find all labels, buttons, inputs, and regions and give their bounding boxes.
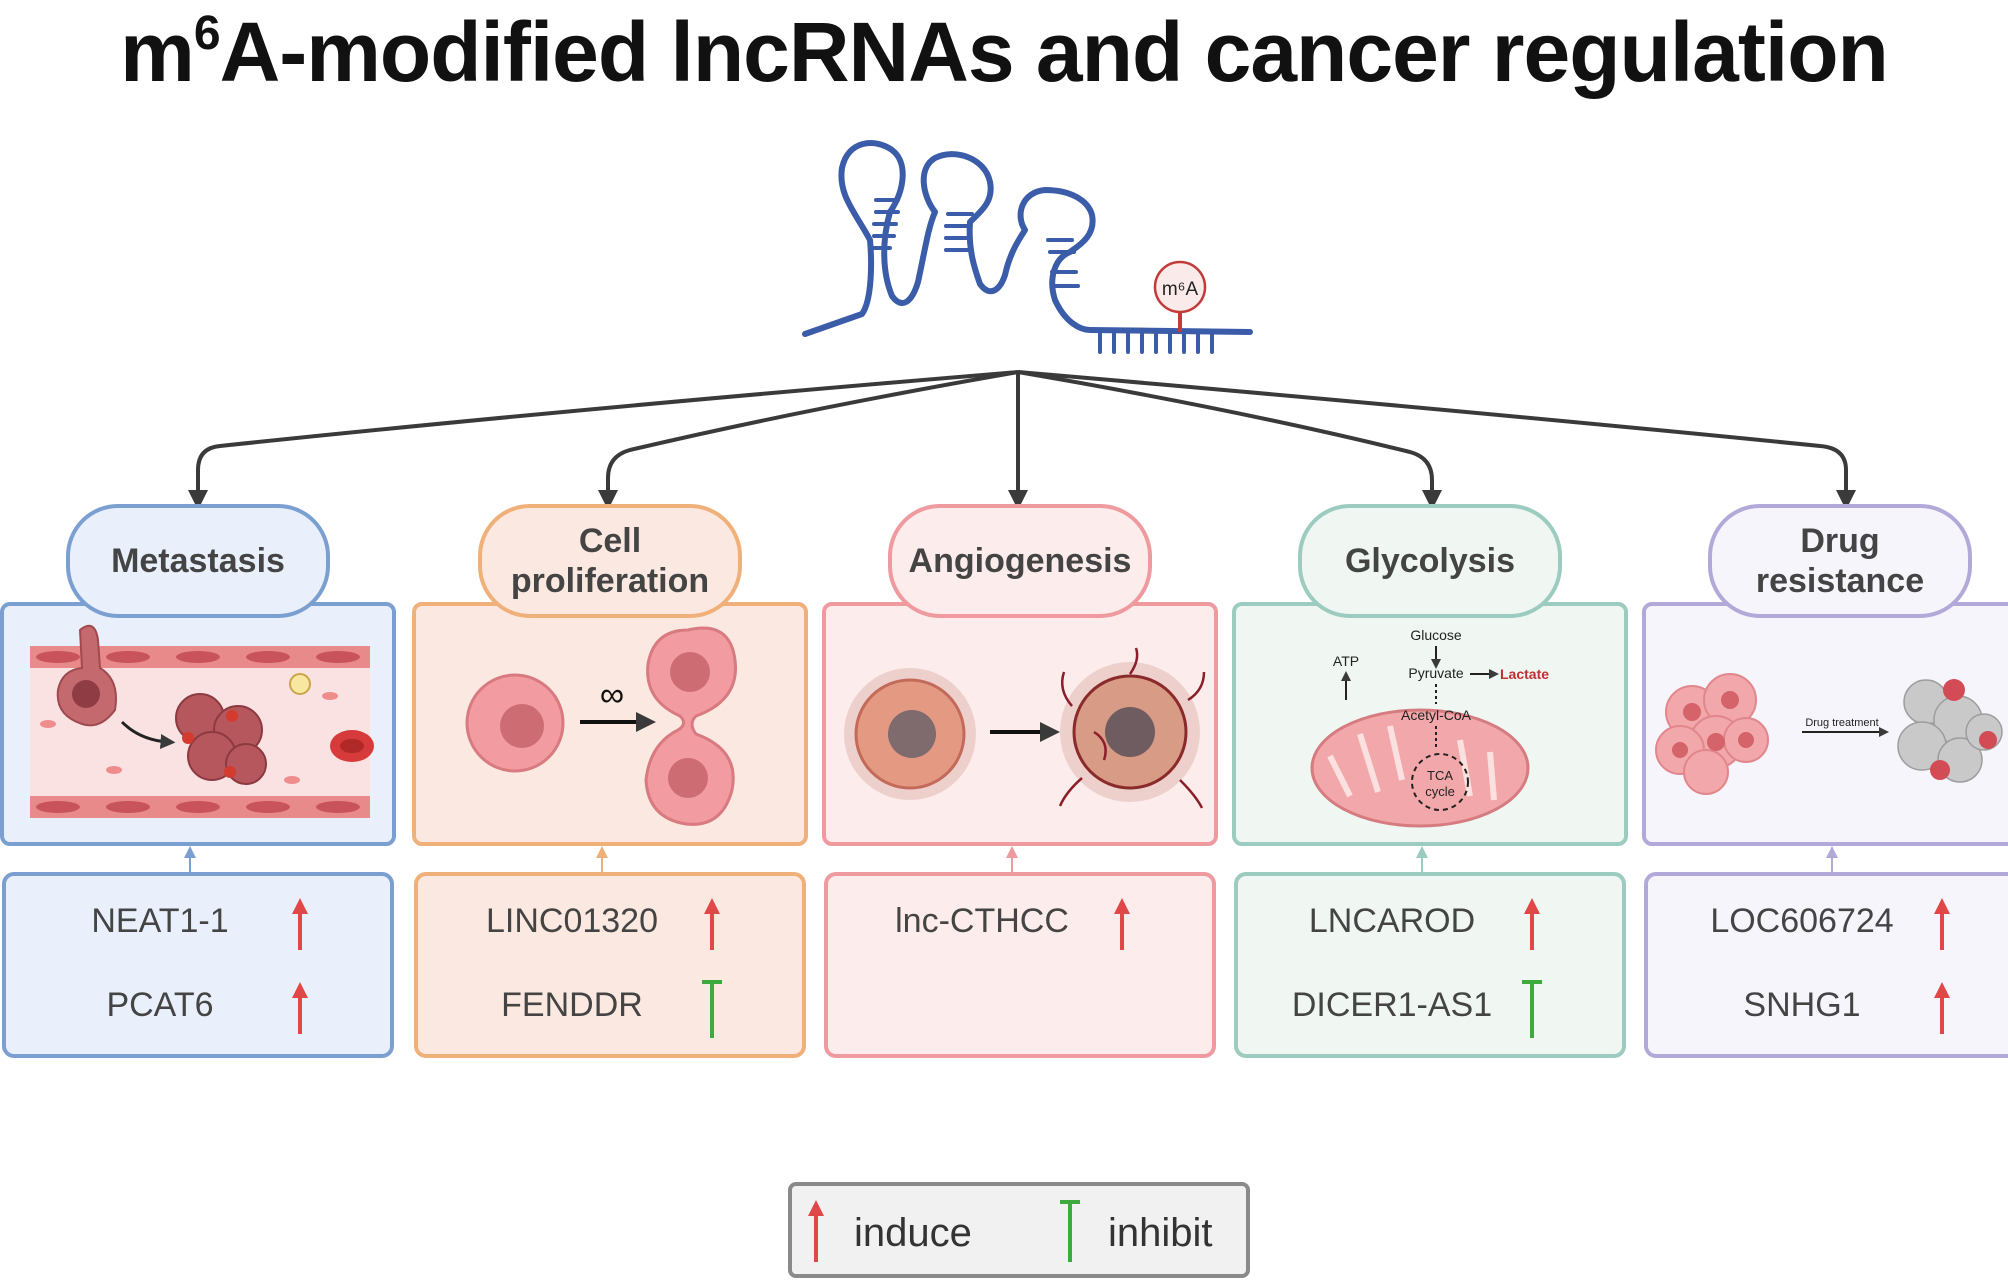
glycolysis-illustration: TCA cycle Glucose Pyruvate Lactate Acety… [1310,627,1549,828]
svg-text:Acetyl-CoA: Acetyl-CoA [1401,707,1472,723]
svg-text:Lactate: Lactate [1500,666,1549,682]
inhibit-bar-icon [1522,980,1542,1038]
lncrna-list-box [1234,872,1626,1058]
svg-text:∞: ∞ [600,676,624,714]
page-title: m6A-modified lncRNAs and cancer regulati… [120,5,1889,99]
category-title: Cell [579,522,641,560]
lncrna-name: NEAT1-1 [91,902,228,940]
category-title: resistance [1756,562,1924,600]
lncrna-name: LOC606724 [1710,902,1893,940]
svg-text:Pyruvate: Pyruvate [1408,665,1463,681]
category-header [66,504,330,618]
lncrna-name: SNHG1 [1743,986,1860,1024]
legend [788,1182,1250,1278]
induce-arrow-icon [808,1200,824,1262]
lncrna-list-box [414,872,806,1058]
lncrna-list-box [2,872,394,1058]
lncrna-name: PCAT6 [106,986,213,1024]
category-header [888,504,1152,618]
branch-arrows [188,370,1856,510]
lncrna-structure [802,140,1253,354]
connector-arrowhead [1826,846,1838,858]
svg-text:ATP: ATP [1333,653,1359,669]
legend-inhibit-label: inhibit [1108,1211,1213,1255]
lncrna-name: LINC01320 [486,902,658,940]
category-header [1708,504,1972,618]
connector-arrowhead [1416,846,1428,858]
drug-resistance-illustration: Drug treatment [1655,673,2003,795]
lncrna-list-box [1644,872,2008,1058]
connector-arrowhead [596,846,608,858]
induce-arrow-icon [704,898,720,950]
category-title: Glycolysis [1345,542,1515,580]
category-title: Angiogenesis [909,542,1132,580]
category-title: Drug [1800,522,1879,560]
category-title: proliferation [511,562,709,600]
induce-arrow-icon [1524,898,1540,950]
category-header [478,504,742,618]
connector-arrowhead [184,846,196,858]
angiogenesis-illustration [844,647,1206,809]
induce-arrow-icon [292,982,308,1034]
svg-text:Glucose: Glucose [1410,627,1462,643]
svg-text:TCA: TCA [1427,768,1453,783]
m6a-label: m⁶A [1162,279,1199,300]
legend-induce-label: induce [854,1211,972,1255]
inhibit-bar-icon [702,980,722,1038]
connector-arrowhead [1006,846,1018,858]
induce-arrow-icon [292,898,308,950]
category-title: Metastasis [111,542,285,580]
induce-arrow-icon [1934,982,1950,1034]
induce-arrow-icon [1114,898,1130,950]
svg-text:Drug treatment: Drug treatment [1805,717,1878,729]
lncrna-name: DICER1-AS1 [1292,986,1492,1024]
lncrna-name: lnc-CTHCC [895,902,1069,940]
category-header [1298,504,1562,618]
induce-arrow-icon [1934,898,1950,950]
svg-text:cycle: cycle [1425,784,1455,799]
metastasis-illustration [30,624,374,818]
inhibit-bar-icon [1060,1200,1080,1262]
lncrna-name: LNCAROD [1309,902,1475,940]
legend-content: induce inhibit [808,1200,1213,1262]
lncrna-list-box [824,872,1216,1058]
proliferation-illustration: ∞ [465,626,738,826]
m6a-modification-icon: m⁶A [1153,260,1207,332]
lncrna-name: FENDDR [501,986,643,1024]
